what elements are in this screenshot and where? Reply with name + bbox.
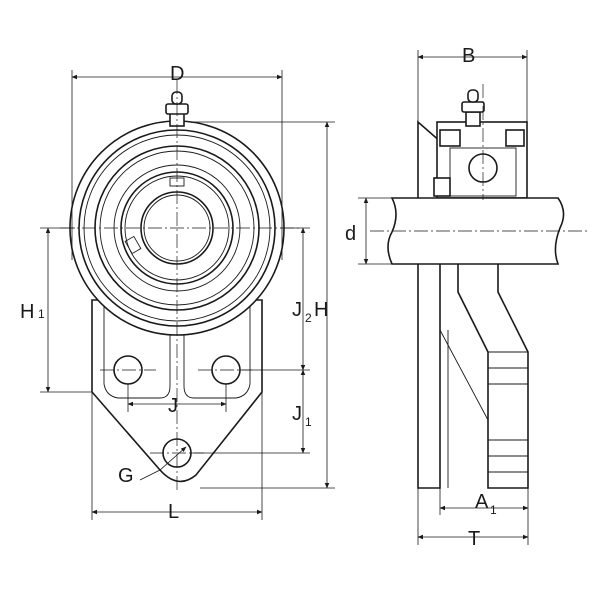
label-J2-sub: 2	[305, 311, 312, 325]
label-A1-sub: 1	[490, 503, 497, 517]
label-J: J	[168, 395, 178, 417]
front-dimensions	[40, 70, 335, 520]
dimension-labels: D B d H 1 J 2 H J J 1 G L A 1 T	[20, 45, 497, 550]
label-B: B	[462, 45, 475, 67]
label-L: L	[168, 501, 179, 523]
label-G: G	[118, 465, 134, 487]
label-J1: J	[292, 403, 302, 425]
label-H1: H	[20, 301, 34, 323]
side-dimensions	[358, 50, 529, 545]
side-view	[370, 84, 590, 489]
label-H1-sub: 1	[38, 307, 45, 321]
label-H: H	[314, 299, 328, 321]
label-T: T	[468, 528, 480, 550]
label-A1: A	[475, 491, 489, 513]
front-view	[60, 80, 300, 490]
label-d: d	[345, 223, 356, 245]
housing-inner-outline	[103, 306, 171, 399]
label-J2: J	[292, 299, 302, 321]
label-D: D	[170, 63, 184, 85]
label-J1-sub: 1	[305, 415, 312, 429]
